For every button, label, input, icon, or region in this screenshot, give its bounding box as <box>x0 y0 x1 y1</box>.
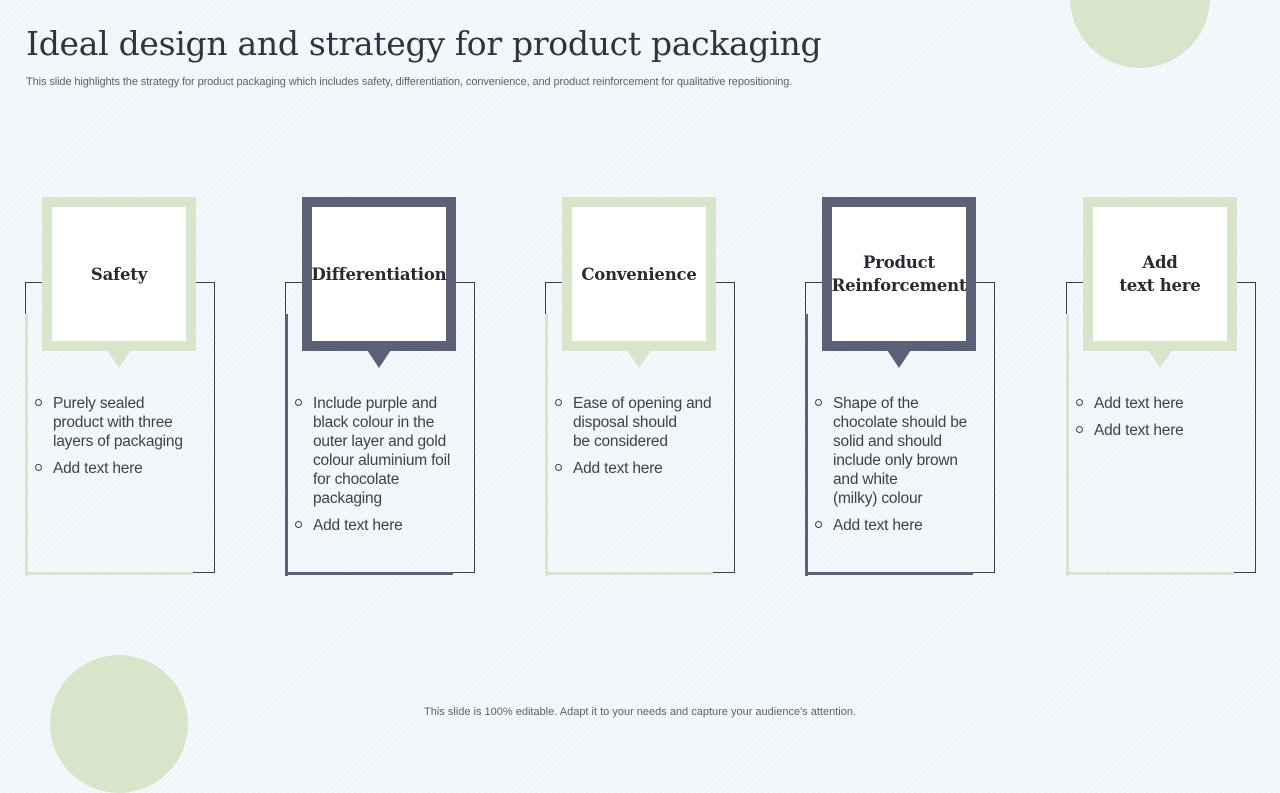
card-accent-bottom <box>805 572 973 575</box>
slide-footer[interactable]: This slide is 100% editable. Adapt it to… <box>424 706 856 718</box>
bullet-text[interactable]: Add text here <box>313 517 403 534</box>
bullet-item: Purely sealed product with three layers … <box>35 394 205 451</box>
bullet-text[interactable]: Add text here <box>1094 422 1184 439</box>
card-add-text[interactable]: Add text here Add text here Add text her… <box>1066 197 1280 577</box>
decor-circle-bottom <box>50 655 188 793</box>
bullet-item: Add text here <box>1076 421 1246 440</box>
pointer-arrow <box>887 350 911 368</box>
card-accent-bottom <box>25 572 193 575</box>
circle-bullet-icon <box>295 521 302 528</box>
circle-bullet-icon <box>295 399 302 406</box>
bullet-text[interactable]: Ease of opening and disposal should be c… <box>573 395 712 450</box>
bullet-item: Include purple and black colour in the o… <box>295 394 465 508</box>
bullet-list: Shape of the chocolate should be solid a… <box>815 394 985 543</box>
card-accent-bottom <box>1066 572 1234 575</box>
card-label[interactable]: Differentiation <box>311 264 447 284</box>
card-label[interactable]: Safety <box>90 264 148 284</box>
bullet-item: Add text here <box>35 459 205 478</box>
slide-title[interactable]: Ideal design and strategy for product pa… <box>26 24 822 63</box>
card-header-box[interactable]: Add text here <box>1083 197 1237 351</box>
card-accent-bottom <box>285 572 453 575</box>
pointer-arrow <box>1148 350 1172 368</box>
card-label[interactable]: Convenience <box>581 264 697 284</box>
circle-bullet-icon <box>555 399 562 406</box>
bullet-list: Purely sealed product with three layers … <box>35 394 205 486</box>
bullet-item: Add text here <box>815 516 985 535</box>
circle-bullet-icon <box>1076 426 1083 433</box>
bullet-text[interactable]: Include purple and black colour in the o… <box>313 395 451 507</box>
decor-circle-top <box>1070 0 1210 68</box>
card-convenience[interactable]: Convenience Ease of opening and disposal… <box>545 197 775 577</box>
card-product-reinforcement[interactable]: Product Reinforcement Shape of the choco… <box>805 197 1035 577</box>
circle-bullet-icon <box>815 399 822 406</box>
pointer-arrow <box>627 350 651 368</box>
pointer-arrow <box>107 350 131 368</box>
bullet-list: Ease of opening and disposal should be c… <box>555 394 725 486</box>
bullet-text[interactable]: Add text here <box>53 460 143 477</box>
card-accent-left <box>25 314 28 576</box>
bullet-text[interactable]: Shape of the chocolate should be solid a… <box>833 395 968 507</box>
card-accent-left <box>545 314 548 576</box>
bullet-text[interactable]: Add text here <box>1094 395 1184 412</box>
circle-bullet-icon <box>815 521 822 528</box>
card-accent-left <box>805 314 808 576</box>
card-differentiation[interactable]: Differentiation Include purple and black… <box>285 197 515 577</box>
bullet-item: Ease of opening and disposal should be c… <box>555 394 725 451</box>
card-accent-left <box>1066 314 1069 576</box>
card-safety[interactable]: Safety Purely sealed product with three … <box>25 197 255 577</box>
bullet-text[interactable]: Add text here <box>833 517 923 534</box>
card-accent-bottom <box>545 572 713 575</box>
card-header-box[interactable]: Safety <box>42 197 196 351</box>
bullet-item: Shape of the chocolate should be solid a… <box>815 394 985 508</box>
bullet-list: Include purple and black colour in the o… <box>295 394 465 543</box>
card-label[interactable]: Product Reinforcement <box>831 253 967 295</box>
bullet-item: Add text here <box>1076 394 1246 413</box>
slide-subtitle[interactable]: This slide highlights the strategy for p… <box>26 76 793 88</box>
bullet-text[interactable]: Add text here <box>573 460 663 477</box>
card-accent-left <box>285 314 288 576</box>
circle-bullet-icon <box>35 399 42 406</box>
bullet-item: Add text here <box>295 516 465 535</box>
card-label[interactable]: Add text here <box>1119 253 1201 295</box>
pointer-arrow <box>367 350 391 368</box>
card-header-box[interactable]: Convenience <box>562 197 716 351</box>
card-header-box[interactable]: Differentiation <box>302 197 456 351</box>
circle-bullet-icon <box>555 464 562 471</box>
card-header-box[interactable]: Product Reinforcement <box>822 197 976 351</box>
bullet-text[interactable]: Purely sealed product with three layers … <box>53 395 183 450</box>
circle-bullet-icon <box>1076 399 1083 406</box>
bullet-list: Add text here Add text here <box>1076 394 1246 448</box>
bullet-item: Add text here <box>555 459 725 478</box>
circle-bullet-icon <box>35 464 42 471</box>
